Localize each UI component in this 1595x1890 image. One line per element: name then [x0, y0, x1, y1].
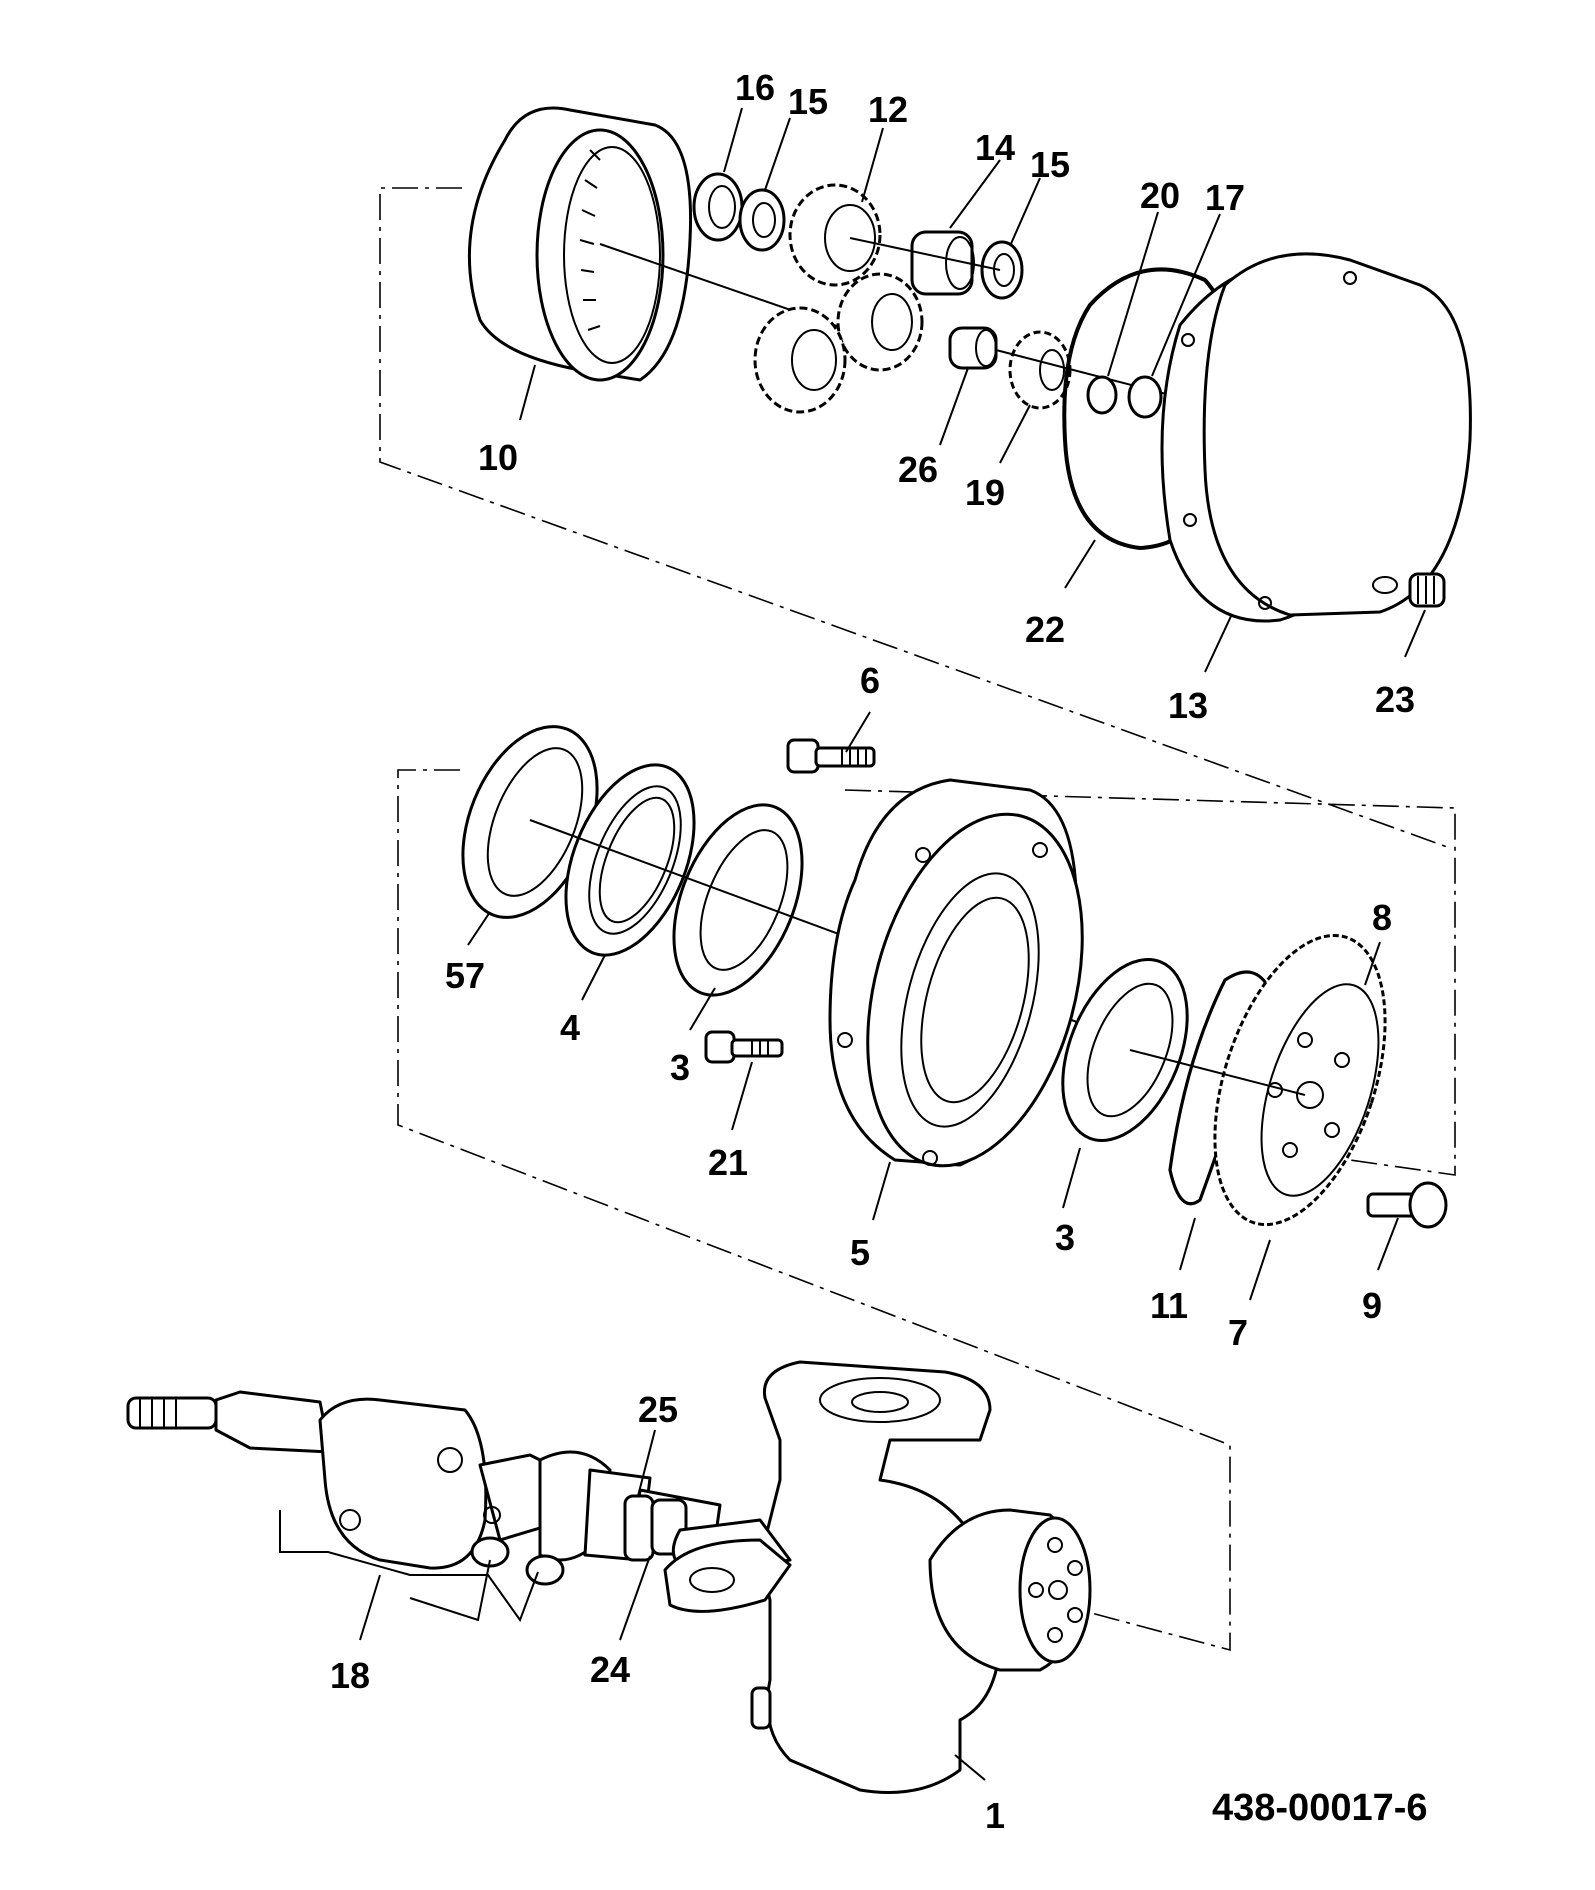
callout-15-right: 15 [1030, 144, 1070, 185]
callout-3-right: 3 [1055, 1217, 1075, 1258]
callout-5: 5 [850, 1232, 870, 1273]
flange-bolt [1366, 1181, 1448, 1229]
steering-knuckle [663, 1360, 1092, 1794]
callout-16: 16 [735, 67, 775, 108]
callout-15-left: 15 [788, 81, 828, 122]
assembly-boundary-lines [379, 187, 1456, 1652]
callout-57: 57 [445, 955, 485, 996]
callout-22: 22 [1025, 609, 1065, 650]
callout-labels: 16 15 12 14 15 20 17 10 26 19 22 13 23 6… [330, 67, 1415, 1836]
callout-12: 12 [868, 89, 908, 130]
callout-1: 1 [985, 1795, 1005, 1836]
callout-17: 17 [1205, 177, 1245, 218]
callout-6: 6 [860, 660, 880, 701]
thrust-washer-right [980, 240, 1024, 300]
callout-13: 13 [1168, 685, 1208, 726]
hub-bolt [704, 1030, 784, 1064]
wheel-stud [786, 738, 876, 774]
callout-3-left: 3 [670, 1047, 690, 1088]
sun-gear [1008, 330, 1072, 410]
drawing-reference-number: 438-00017-6 [1212, 1787, 1428, 1829]
callout-26: 26 [898, 449, 938, 490]
callout-21: 21 [708, 1142, 748, 1183]
circlip-small [1086, 375, 1118, 415]
wheel-hub [828, 778, 1084, 1168]
bearing-cone-outer [1061, 958, 1189, 1142]
callout-10: 10 [478, 437, 518, 478]
callout-9: 9 [1362, 1285, 1382, 1326]
callout-7: 7 [1228, 1312, 1248, 1353]
callout-leaders [359, 107, 1426, 1781]
sensor-ring [1213, 933, 1387, 1227]
hub-cover [1160, 252, 1472, 623]
washer-small [1127, 375, 1163, 419]
callout-23: 23 [1375, 679, 1415, 720]
callout-4: 4 [560, 1007, 580, 1048]
callout-25: 25 [638, 1389, 678, 1430]
circlip [692, 172, 744, 242]
needle-bearing [910, 230, 975, 296]
drain-plug [1408, 572, 1446, 608]
thrust-washer [738, 188, 786, 252]
planet-gear-middle [836, 272, 924, 372]
callout-14: 14 [975, 127, 1015, 168]
bearing-cup-inner [672, 803, 804, 997]
planet-gear-lower [753, 306, 847, 414]
callout-19: 19 [965, 472, 1005, 513]
spacer [948, 326, 998, 370]
ring-gear [467, 106, 913, 382]
shaft-seal [623, 1494, 655, 1562]
callout-11: 11 [1150, 1285, 1188, 1326]
callout-8: 8 [1372, 897, 1392, 938]
callout-18: 18 [330, 1655, 370, 1696]
callout-24: 24 [590, 1649, 630, 1690]
callout-20: 20 [1140, 175, 1180, 216]
planet-gear-upper [788, 183, 882, 287]
